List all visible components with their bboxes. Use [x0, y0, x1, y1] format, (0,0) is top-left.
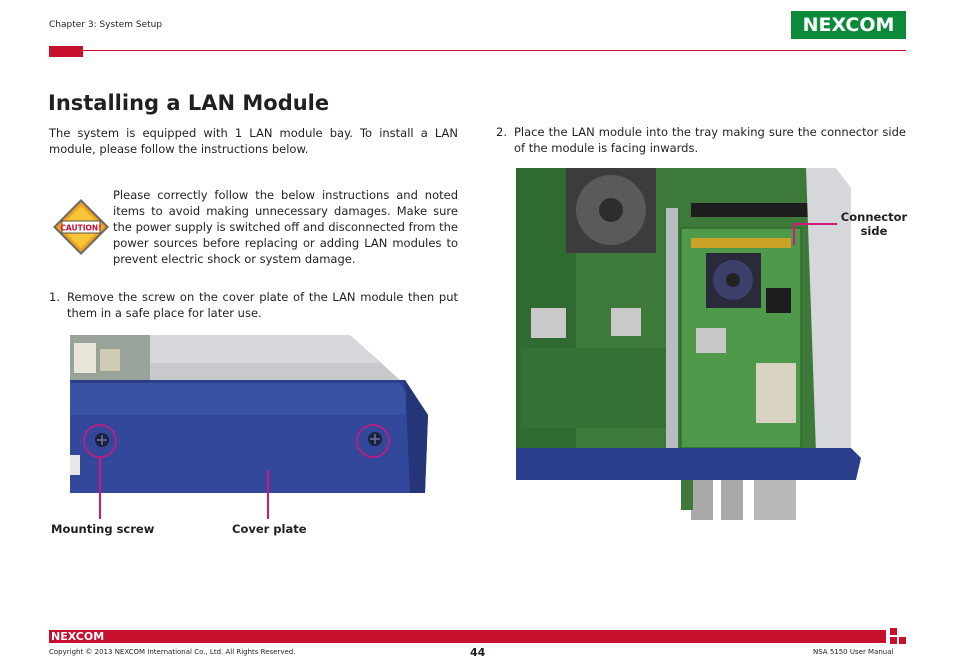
right-screw-icon: [368, 432, 382, 446]
caution-icon: CAUTION!: [53, 199, 109, 255]
copyright-text: Copyright © 2013 NEXCOM International Co…: [49, 648, 296, 656]
manual-name: NSA 5150 User Manual: [813, 648, 894, 656]
page-number: 44: [470, 646, 486, 659]
header-divider: [49, 50, 906, 51]
connector-side-label: Connector side: [838, 210, 910, 238]
chapter-label: Chapter 3: System Setup: [49, 20, 163, 30]
connector-callout-line-h: [793, 223, 837, 225]
caution-paragraph: Please correctly follow the below instru…: [113, 188, 458, 266]
step-1-number: 1.: [49, 290, 60, 304]
lan-module-cover-photo: [70, 335, 430, 493]
connector-label-line2: side: [860, 224, 888, 238]
footer-logo: NEXCOM: [51, 630, 105, 643]
caution-badge-text: CAUTION!: [60, 224, 101, 233]
cover-callout-line: [267, 470, 269, 519]
screw-callout-line: [99, 457, 101, 519]
step-2-number: 2.: [496, 125, 507, 139]
step-1: 1. Remove the screw on the cover plate o…: [49, 289, 458, 321]
step-2: 2. Place the LAN module into the tray ma…: [496, 124, 906, 156]
footer-bar: [49, 630, 886, 643]
connector-label-line1: Connector: [840, 210, 908, 224]
connector-callout-line-v: [793, 223, 795, 245]
step-2-text: Place the LAN module into the tray makin…: [514, 125, 906, 155]
intro-paragraph: The system is equipped with 1 LAN module…: [49, 126, 458, 156]
cover-plate-label: Cover plate: [232, 522, 307, 536]
header-accent-block: [49, 46, 83, 57]
step-1-text: Remove the screw on the cover plate of t…: [67, 290, 458, 320]
nexcom-logo: NEXCOM: [791, 11, 906, 39]
footer-squares-icon: [890, 628, 906, 644]
left-screw-icon: [95, 433, 109, 447]
logo-text: NEXCOM: [795, 15, 902, 35]
mounting-screw-label: Mounting screw: [51, 522, 155, 536]
page-title: Installing a LAN Module: [48, 91, 330, 115]
lan-module-tray-photo: [516, 168, 861, 523]
